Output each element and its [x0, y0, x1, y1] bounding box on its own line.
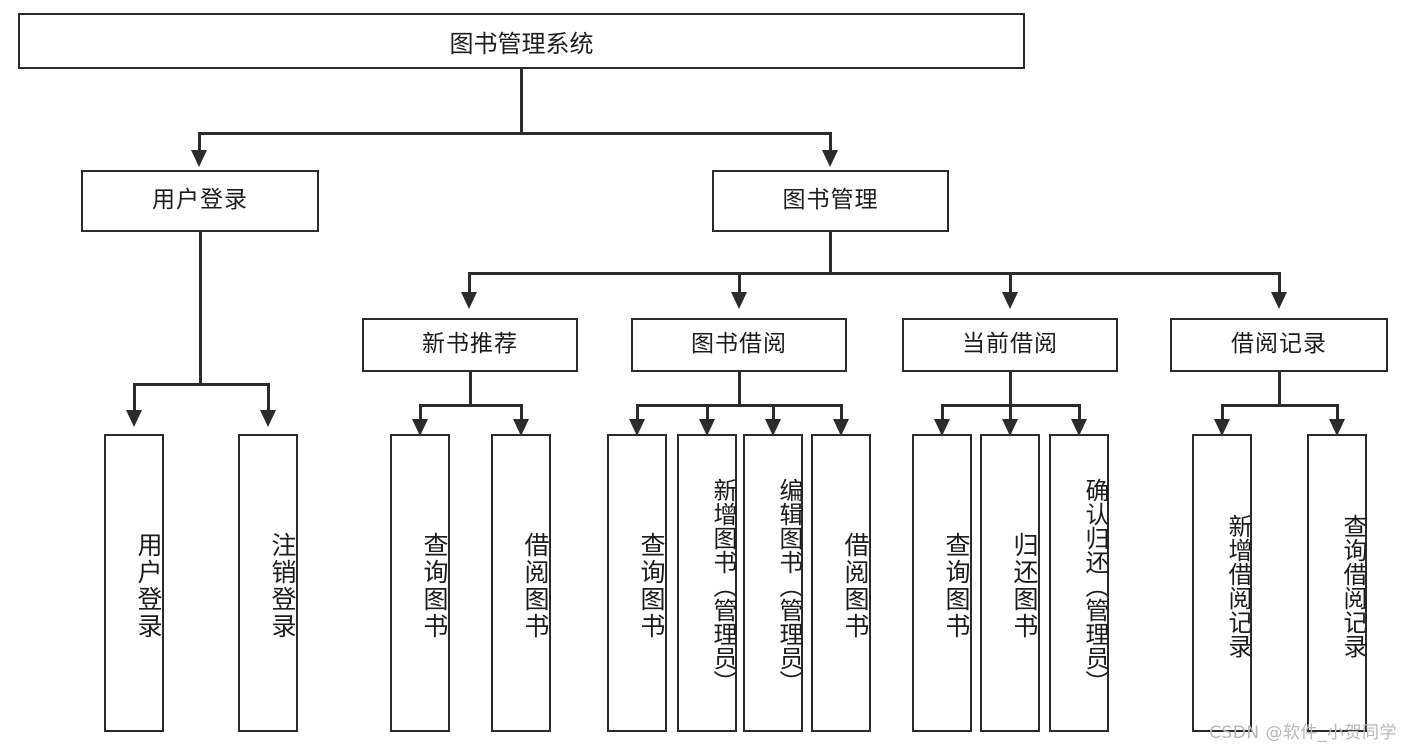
connector-current-borrow-stem [1009, 372, 1012, 405]
node-label: 图书管理 [782, 187, 879, 214]
node-leaf-borrow-book-2[interactable]: 借阅图书 [811, 434, 871, 732]
connector-borrow-record-drop-2 [1336, 404, 1339, 422]
node-label: 用户登录 [152, 187, 248, 214]
arrowhead-book-management [822, 150, 838, 167]
connector-user-login-drop-1 [133, 383, 136, 412]
connector-new-book-stem [469, 372, 472, 405]
connector-book-borrow-drop-3 [772, 404, 775, 422]
node-label: 查询图书 [942, 532, 971, 640]
connector-new-book-drop-1 [419, 404, 422, 422]
node-user-login[interactable]: 用户登录 [81, 170, 319, 232]
connector-level1-drop-user-login [198, 132, 201, 152]
arrowhead-leaf-return-book [1002, 419, 1018, 436]
connector-book-borrow-drop-1 [636, 404, 639, 422]
node-new-book-recommend[interactable]: 新书推荐 [362, 318, 578, 372]
connector-borrow-record-bus [1221, 404, 1338, 407]
arrowhead-leaf-user-login [126, 410, 142, 427]
connector-level2-drop-book-borrow [738, 272, 741, 294]
node-leaf-edit-book[interactable]: 编辑图书（管理员） [743, 434, 803, 732]
connector-new-book-bus [419, 404, 522, 407]
connector-root-stem [520, 69, 523, 133]
arrowhead-leaf-logout [260, 410, 276, 427]
arrowhead-current-borrow [1002, 292, 1018, 309]
node-leaf-add-book[interactable]: 新增图书（管理员） [677, 434, 737, 732]
connector-book-borrow-stem [738, 372, 741, 405]
arrowhead-new-book-recommend [461, 292, 477, 309]
node-leaf-query-record[interactable]: 查询借阅记录 [1307, 434, 1367, 732]
connector-level2-bus [468, 272, 1280, 275]
arrowhead-book-borrow [731, 292, 747, 309]
node-leaf-query-book-3[interactable]: 查询图书 [912, 434, 972, 732]
connector-book-borrow-bus [636, 404, 842, 407]
node-label: 查询图书 [637, 532, 666, 640]
connector-book-management-stem [829, 232, 832, 273]
node-label: 归还图书 [1010, 532, 1039, 640]
node-label: 查询借阅记录 [1339, 514, 1367, 658]
node-label: 确认归还（管理员） [1081, 478, 1109, 694]
node-label: 图书借阅 [691, 331, 787, 358]
node-label: 新增图书（管理员） [709, 478, 737, 694]
connector-current-borrow-drop-3 [1078, 404, 1081, 422]
node-label: 查询图书 [420, 532, 449, 640]
node-leaf-borrow-book-1[interactable]: 借阅图书 [491, 434, 551, 732]
connector-level2-drop-current-borrow [1009, 272, 1012, 294]
node-leaf-logout[interactable]: 注销登录 [238, 434, 298, 732]
connector-level1-drop-book-management [829, 132, 832, 152]
node-label: 编辑图书（管理员） [775, 478, 803, 694]
connector-level1-bus [198, 132, 832, 135]
node-label: 用户登录 [134, 532, 163, 640]
node-label: 新增借阅记录 [1224, 514, 1252, 658]
node-root-book-management-system[interactable]: 图书管理系统 [18, 13, 1025, 69]
node-book-management[interactable]: 图书管理 [712, 170, 949, 232]
connector-current-borrow-drop-2 [1009, 404, 1012, 422]
connector-user-login-drop-2 [267, 383, 270, 412]
connector-new-book-drop-2 [520, 404, 523, 422]
connector-book-borrow-drop-4 [840, 404, 843, 422]
node-leaf-confirm-return[interactable]: 确认归还（管理员） [1049, 434, 1109, 732]
arrowhead-leaf-edit-book [765, 419, 781, 436]
node-leaf-return-book[interactable]: 归还图书 [980, 434, 1040, 732]
connector-borrow-record-stem [1278, 372, 1281, 405]
csdn-watermark: CSDN @软件_小贺同学 [1209, 723, 1397, 743]
node-leaf-add-record[interactable]: 新增借阅记录 [1192, 434, 1252, 732]
connector-current-borrow-drop-1 [941, 404, 944, 422]
node-label: 借阅图书 [521, 532, 550, 640]
arrowhead-leaf-query-record [1329, 419, 1345, 436]
node-leaf-user-login[interactable]: 用户登录 [104, 434, 164, 732]
node-label: 新书推荐 [422, 331, 518, 358]
node-label: 图书管理系统 [449, 29, 594, 58]
node-current-borrow[interactable]: 当前借阅 [902, 318, 1118, 372]
connector-book-borrow-drop-2 [706, 404, 709, 422]
node-leaf-query-book-1[interactable]: 查询图书 [390, 434, 450, 732]
arrowhead-leaf-confirm-return [1071, 419, 1087, 436]
arrowhead-leaf-borrow-book-1 [513, 419, 529, 436]
arrowhead-leaf-add-book [699, 419, 715, 436]
arrowhead-user-login [191, 150, 207, 167]
node-borrow-record[interactable]: 借阅记录 [1170, 318, 1388, 372]
connector-level2-drop-borrow-record [1278, 272, 1281, 294]
connector-user-login-bus [133, 383, 269, 386]
node-book-borrow[interactable]: 图书借阅 [631, 318, 847, 372]
connector-user-login-stem [199, 232, 202, 384]
node-label: 借阅图书 [841, 532, 870, 640]
arrowhead-leaf-add-record [1214, 419, 1230, 436]
arrowhead-leaf-borrow-book-2 [833, 419, 849, 436]
arrowhead-leaf-query-book-1 [412, 419, 428, 436]
node-label: 借阅记录 [1231, 331, 1327, 358]
arrowhead-leaf-query-book-2 [629, 419, 645, 436]
connector-level2-drop-new-book [468, 272, 471, 294]
node-leaf-query-book-2[interactable]: 查询图书 [607, 434, 667, 732]
node-label: 当前借阅 [962, 331, 1058, 358]
arrowhead-leaf-query-book-3 [934, 419, 950, 436]
arrowhead-borrow-record [1271, 292, 1287, 309]
connector-borrow-record-drop-1 [1221, 404, 1224, 422]
node-label: 注销登录 [268, 532, 297, 640]
